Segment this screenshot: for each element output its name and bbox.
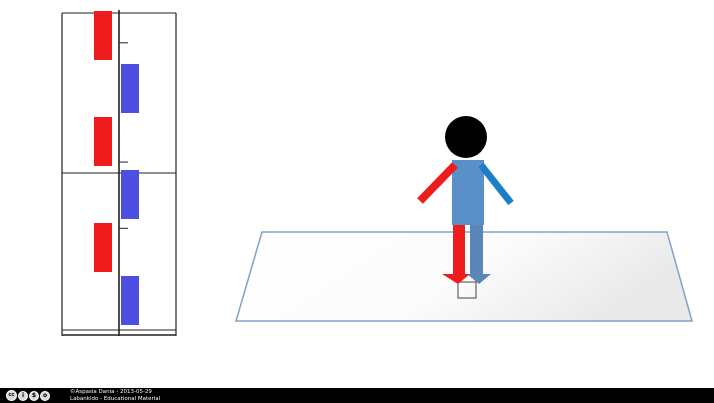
right-arm [481, 165, 511, 203]
right-support-bar [121, 276, 139, 325]
sa-icon: o [40, 391, 50, 401]
labanotation-staff [62, 10, 176, 336]
right-support-bar [121, 64, 139, 113]
cc-icon: cc [6, 390, 17, 401]
credit-line-2: Labankido - Educational Material [70, 396, 160, 403]
cc-license-badge[interactable]: cc i $ o [6, 390, 66, 401]
right-leg [470, 224, 483, 276]
credit-text: ©Aspasia Dania - 2013-05-29 Labankido - … [70, 389, 160, 402]
left-support-bar [94, 117, 112, 166]
left-support-bar [94, 223, 112, 272]
credit-line-1: ©Aspasia Dania - 2013-05-29 [70, 389, 160, 396]
footer-bar: cc i $ o ©Aspasia Dania - 2013-05-29 Lab… [0, 388, 714, 403]
left-leg [453, 224, 465, 276]
torso [452, 160, 484, 225]
head [445, 116, 487, 158]
by-icon: i [18, 391, 28, 401]
left-arm [420, 165, 455, 201]
right-support-bar [121, 170, 139, 219]
left-support-bar [94, 11, 112, 60]
nc-icon: $ [29, 391, 39, 401]
